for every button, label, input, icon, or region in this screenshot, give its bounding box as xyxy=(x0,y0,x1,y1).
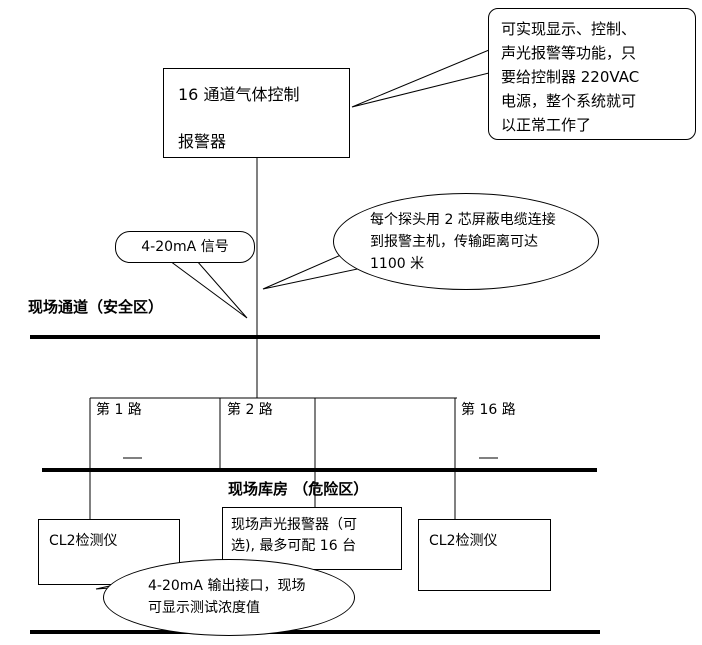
function-callout-tail xyxy=(351,49,490,108)
safe-zone-label: 现场通道（安全区） xyxy=(28,298,164,316)
function-callout: 可实现显示、控制、 声光报警等功能，只 要给控制器 220VAC 电源，整个系统… xyxy=(488,8,696,140)
channel-1-label: 第 1 路 xyxy=(96,402,142,418)
cl2-detector-box-right: CL2检测仪 xyxy=(418,519,551,591)
cable-callout: 每个探头用 2 芯屏蔽电缆连接 到报警主机，传输距离可达 1100 米 xyxy=(333,193,599,290)
signal-callout: 4-20mA 信号 xyxy=(115,231,255,263)
cl2-detector-left-label: CL2检测仪 xyxy=(49,533,118,549)
signal-callout-tail xyxy=(168,260,248,319)
controller-box-title-line1: 16 通道气体控制 xyxy=(178,85,300,104)
output-callout: 4-20mA 输出接口，现场 可显示测试浓度值 xyxy=(103,559,355,636)
danger-zone-label: 现场库房 （危险区） xyxy=(228,480,369,498)
channel-16-label: 第 16 路 xyxy=(461,402,516,418)
cl2-detector-right-label: CL2检测仪 xyxy=(429,533,498,549)
controller-box: 16 通道气体控制 报警器 xyxy=(163,68,350,158)
controller-box-title-line2: 报警器 xyxy=(178,132,227,151)
channel-2-label: 第 2 路 xyxy=(227,402,273,418)
